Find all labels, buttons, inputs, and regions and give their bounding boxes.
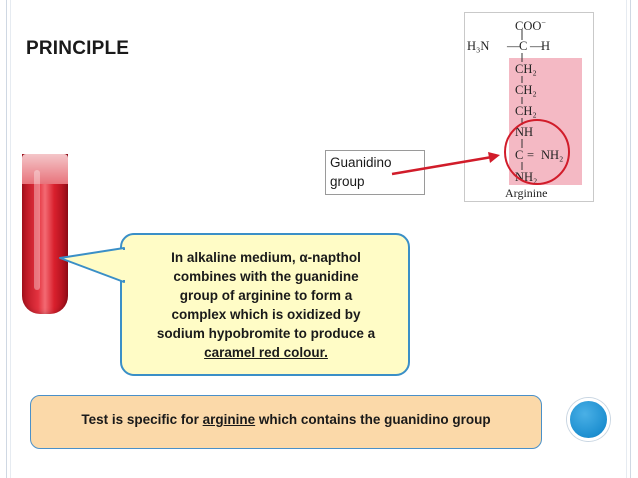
callout-line: combines with the guanidine	[173, 269, 359, 284]
ch2-group-3: CH₂	[515, 104, 537, 118]
hydrogen-atom: H	[541, 39, 551, 53]
callout-bubble	[120, 233, 410, 376]
side-chain-highlight	[509, 58, 582, 185]
statement-keyword: arginine	[202, 412, 256, 427]
guanidino-label-line1: Guanidino	[330, 155, 392, 170]
statement-box	[30, 395, 542, 449]
imine-group: NH₂	[541, 148, 564, 162]
left-border-line	[6, 0, 7, 478]
guanidino-label-line2: group	[330, 174, 365, 189]
amino-group: H₃N	[467, 39, 490, 53]
right-border-line	[630, 0, 631, 478]
callout-underlined-text: caramel red colour.	[204, 345, 328, 360]
carboxylate-group: COO−	[515, 18, 546, 34]
structure-name: Arginine	[505, 186, 548, 200]
ch2-group-2: CH₂	[515, 83, 537, 97]
callout-text: In alkaline medium, α-napthol combines w…	[128, 248, 404, 362]
test-tube-highlight	[34, 170, 40, 290]
double-bond: =	[527, 148, 535, 162]
statement-text: Test is specific for arginine which cont…	[81, 412, 491, 427]
guanidino-carbon: C	[515, 148, 524, 162]
guanidino-label: Guanidino group	[330, 153, 392, 191]
slide-title: PRINCIPLE	[26, 38, 130, 59]
test-tube-rim	[22, 154, 68, 184]
decorative-circle	[567, 398, 610, 441]
right-border-line-inner	[626, 0, 627, 478]
callout-line: In alkaline medium, α-napthol	[171, 250, 361, 265]
hydrogen-bond: —	[530, 39, 543, 53]
callout-line: complex which is oxidized by	[171, 307, 361, 322]
alpha-carbon-bond: —	[507, 39, 520, 53]
amine-group: NH₂	[515, 170, 538, 184]
callout-line: sodium hypobromite to produce a	[156, 326, 376, 341]
callout-line: group of arginine to form a	[179, 288, 353, 303]
nh-group: NH	[515, 125, 534, 139]
ch2-group-1: CH₂	[515, 62, 537, 76]
left-border-line-inner	[10, 0, 11, 478]
alpha-carbon: C	[519, 39, 528, 53]
